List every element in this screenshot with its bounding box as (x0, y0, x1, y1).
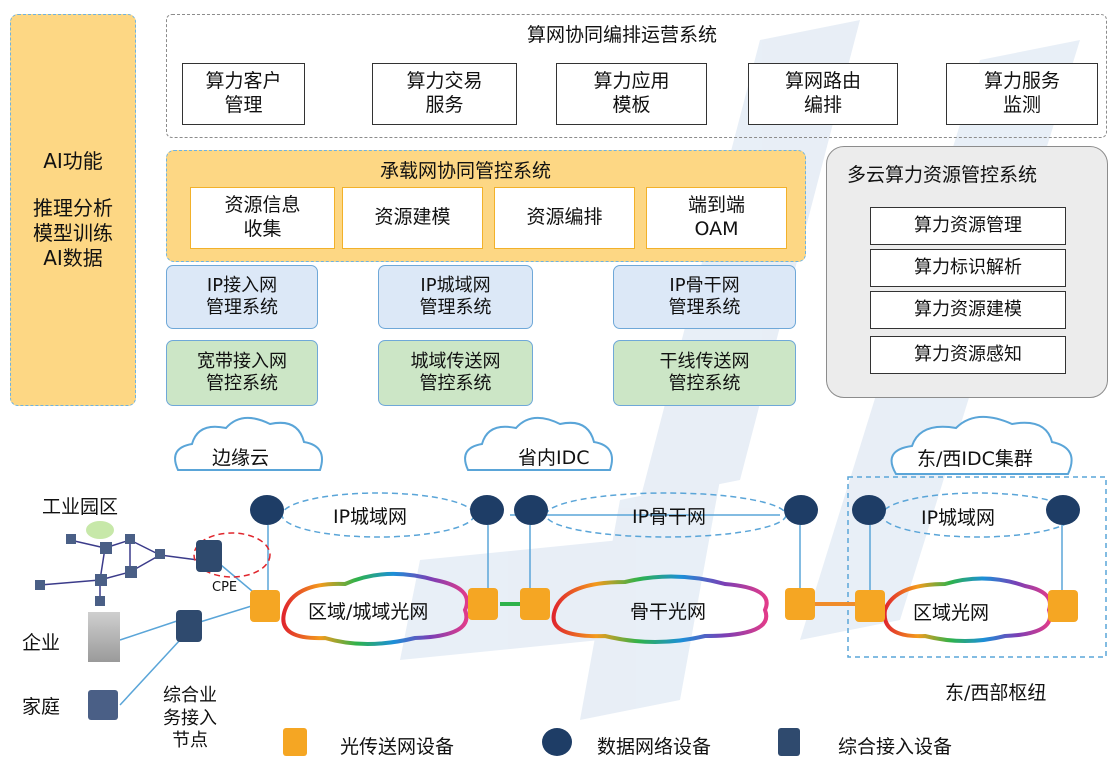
legend-label: 数据网络设备 (597, 736, 712, 758)
multicloud-item: 算力标识解析 (870, 249, 1066, 287)
enterprise-icon (88, 612, 120, 662)
ai-line: 推理分析 (33, 196, 113, 220)
cloud-icon (890, 416, 1073, 475)
home-label: 家庭 (22, 696, 61, 718)
transport-mgmt-item: 宽带接入网 管控系统 (166, 340, 318, 406)
legend-router-icon (542, 728, 572, 756)
cpe-ring (193, 532, 271, 578)
legend-optical-icon (283, 728, 307, 756)
cloud-label: 省内IDC (518, 447, 590, 469)
ai-line: 模型训练 (33, 221, 113, 245)
cloud-icon (464, 417, 613, 471)
multicloud-item: 算力资源建模 (870, 291, 1066, 329)
cloud-label: 边缘云 (212, 447, 270, 469)
router-icon (1046, 495, 1080, 525)
hub-region (847, 476, 1107, 658)
orchestration-item: 算力交易 服务 (372, 63, 517, 125)
orchestration-title: 算网协同编排运营系统 (527, 24, 718, 46)
router-icon (852, 495, 886, 525)
router-icon (784, 495, 818, 525)
optical-device-icon (520, 588, 550, 620)
ai-panel-title: AI功能 (43, 149, 103, 173)
optical-network-label: 骨干光网 (630, 601, 707, 623)
ip-network-label: IP骨干网 (632, 506, 707, 528)
ip-mgmt-item: IP骨干网 管理系统 (613, 265, 796, 329)
bearer-item: 资源建模 (342, 187, 483, 249)
bearer-item: 端到端 OAM (646, 187, 787, 249)
ai-panel: AI功能 推理分析 模型训练 AI数据 (10, 14, 136, 406)
optical-device-icon (250, 590, 280, 622)
ip-network-label: IP城域网 (921, 507, 996, 529)
park-network (39, 539, 199, 600)
multicloud-title: 多云算力资源管控系统 (847, 164, 1038, 186)
access-device-icon (196, 540, 222, 572)
backbone-optical-ring (551, 574, 769, 644)
orchestration-panel (166, 14, 1107, 138)
bearer-item: 资源编排 (494, 187, 635, 249)
orchestration-item: 算力服务 监测 (946, 63, 1098, 125)
ai-line: AI数据 (43, 246, 103, 270)
transport-mgmt-item: 城域传送网 管控系统 (378, 340, 533, 406)
router-icon (250, 495, 284, 525)
optical-device-icon (785, 588, 815, 620)
metro-optical-ring (281, 571, 469, 646)
multicloud-item: 算力资源感知 (870, 336, 1066, 374)
bearer-network-title: 承载网协同管控系统 (380, 160, 552, 182)
hub-label: 东/西部枢纽 (945, 682, 1047, 704)
transport-mgmt-item: 干线传送网 管控系统 (613, 340, 796, 406)
optical-device-icon (855, 590, 885, 622)
optical-device-icon (468, 588, 498, 620)
ip-mgmt-item: IP接入网 管理系统 (166, 265, 318, 329)
ip-mgmt-item: IP城域网 管理系统 (378, 265, 533, 329)
router-icon (470, 495, 504, 525)
orchestration-item: 算网路由 编排 (748, 63, 898, 125)
legend-label: 光传送网设备 (340, 736, 455, 758)
optical-network-label: 区域光网 (913, 602, 990, 624)
cpe-label: CPE (212, 580, 238, 595)
cloud-label: 东/西IDC集群 (917, 448, 1033, 470)
optical-device-icon (1048, 590, 1078, 622)
optical-network-label: 区域/城域光网 (308, 601, 429, 623)
legend-access-icon (778, 728, 800, 756)
enterprise-label: 企业 (22, 632, 61, 654)
home-icon (88, 690, 118, 720)
cloud-icon (174, 417, 323, 471)
orchestration-item: 算力客户 管理 (182, 63, 305, 125)
legend-label: 综合接入设备 (838, 736, 953, 758)
router-icon (514, 495, 548, 525)
ip-network-label: IP城域网 (333, 506, 408, 528)
access-node-label: 综合业 务接入 节点 (163, 685, 217, 752)
multicloud-item: 算力资源管理 (870, 207, 1066, 245)
orchestration-item: 算力应用 模板 (556, 63, 707, 125)
bearer-item: 资源信息 收集 (190, 187, 335, 249)
access-device-icon (176, 610, 202, 642)
park-label: 工业园区 (42, 496, 119, 518)
